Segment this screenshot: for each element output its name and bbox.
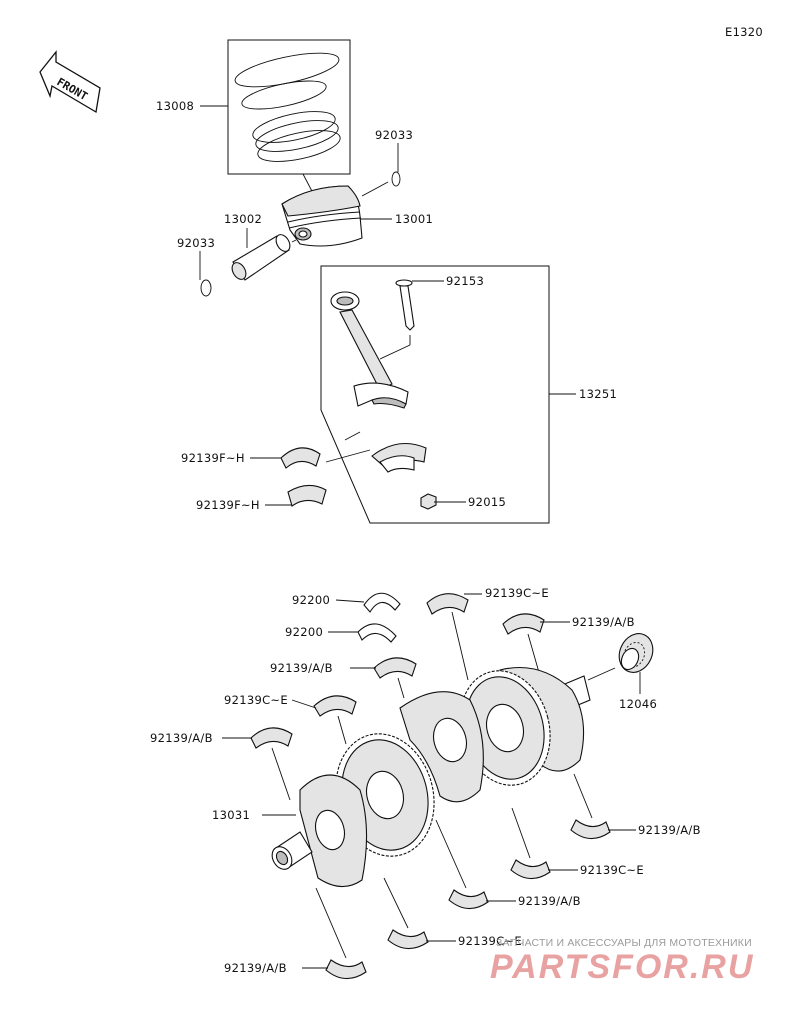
label-92139CE-9: 92139C~E <box>458 934 522 948</box>
piston-ring-frame <box>227 39 351 175</box>
label-13001: 13001 <box>395 212 433 226</box>
thrust-washer-2 <box>357 623 397 643</box>
label-92139AB-10: 92139/A/B <box>224 961 287 975</box>
circlip-upper <box>391 171 401 187</box>
rod-cap <box>371 442 427 473</box>
piston-pin <box>231 234 291 281</box>
label-92200-1: 92200 <box>292 593 330 607</box>
label-92200-2: 92200 <box>285 625 323 639</box>
label-92033-upper: 92033 <box>375 128 413 142</box>
label-92139AB-2: 92139/A/B <box>572 615 635 629</box>
watermark-logo: PARTSFOR.RU <box>490 948 755 986</box>
main-bearing-6 <box>570 819 611 840</box>
connecting-rod <box>330 291 409 409</box>
label-92033-lower: 92033 <box>177 236 215 250</box>
label-92139CE-7: 92139C~E <box>580 863 644 877</box>
needle-bearing <box>618 633 654 673</box>
main-bearing-10 <box>325 959 367 980</box>
main-bearing-8 <box>448 889 489 910</box>
main-bearing-1 <box>426 593 469 615</box>
main-bearing-5 <box>250 727 293 749</box>
rod-bearing-upper <box>280 447 321 469</box>
label-92139FH-upper: 92139F~H <box>181 451 245 465</box>
thrust-washer-1 <box>363 592 401 613</box>
label-92139AB-3: 92139/A/B <box>270 661 333 675</box>
piston <box>281 173 363 247</box>
label-13031: 13031 <box>212 808 250 822</box>
label-92139CE-1: 92139C~E <box>485 586 549 600</box>
label-13002: 13002 <box>224 212 262 226</box>
label-92139AB-8: 92139/A/B <box>518 894 581 908</box>
label-13251: 13251 <box>579 387 617 401</box>
label-92139FH-lower: 92139F~H <box>196 498 260 512</box>
main-bearing-3 <box>373 657 417 679</box>
label-92153: 92153 <box>446 274 484 288</box>
conrod-frame <box>320 265 550 524</box>
main-bearing-9 <box>387 929 429 950</box>
main-bearing-2 <box>502 613 545 635</box>
label-13008: 13008 <box>156 99 194 113</box>
front-arrow-icon: FRONT <box>39 50 101 114</box>
crankshaft <box>271 667 591 888</box>
rod-bearing-lower <box>287 484 327 507</box>
label-12046: 12046 <box>619 697 657 711</box>
main-bearing-7 <box>510 859 551 880</box>
circlip-lower <box>200 279 212 297</box>
watermark-tagline: ЗАПЧАСТИ И АКСЕССУАРЫ ДЛЯ МОТОТЕХНИКИ <box>496 937 752 949</box>
piston-rings <box>234 52 341 162</box>
label-92139CE-4: 92139C~E <box>224 693 288 707</box>
rod-bolt <box>395 279 415 331</box>
label-92139AB-5: 92139/A/B <box>150 731 213 745</box>
label-92139AB-6: 92139/A/B <box>638 823 701 837</box>
main-bearing-4 <box>313 695 357 717</box>
diagram-code: E1320 <box>725 25 763 39</box>
rod-nut <box>420 493 437 510</box>
label-92015: 92015 <box>468 495 506 509</box>
